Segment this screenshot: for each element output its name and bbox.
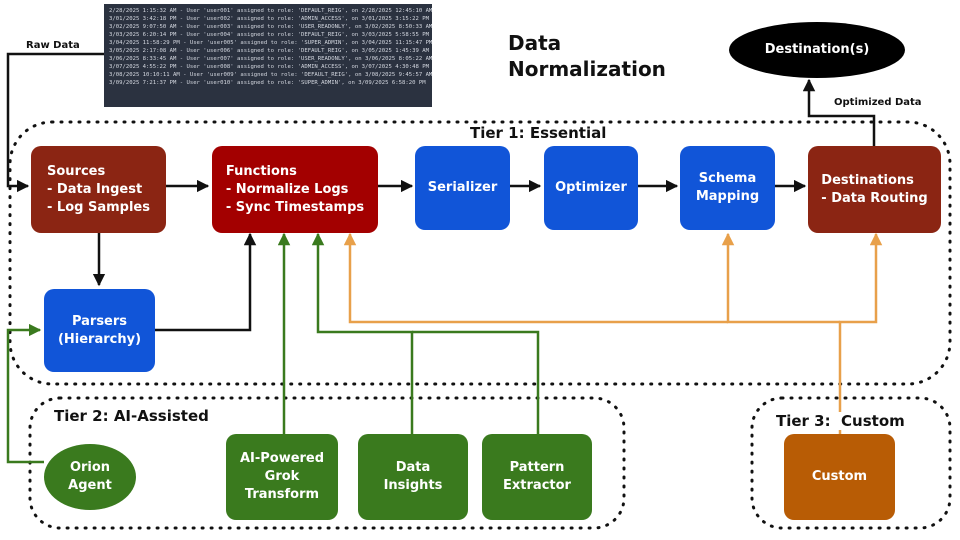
tier3-label: Tier 3: Custom — [772, 412, 909, 430]
log-line: 3/07/2025 4:55:22 PM - User 'user008' as… — [109, 64, 429, 70]
schema-mapping-node-label: Schema Mapping — [695, 171, 760, 204]
optimizer-node-label: Optimizer — [555, 180, 627, 195]
data-insights-label: Data Insights — [383, 460, 443, 493]
page-title: Data Normalization — [508, 31, 666, 81]
ai-grok-transform-node[interactable]: AI-Powered Grok Transform — [226, 434, 338, 520]
tier3-boundary — [750, 396, 952, 530]
tier1-label: Tier 1: Essential — [466, 124, 611, 142]
destination-output-label: Destination(s) — [764, 42, 870, 57]
serializer-node[interactable]: Serializer — [415, 146, 510, 230]
custom-node-label: Custom — [811, 469, 868, 484]
pattern-extractor-node[interactable]: Pattern Extractor — [482, 434, 592, 520]
raw-log-sample-panel: 2/28/2025 1:15:32 AM - User 'user001' as… — [104, 4, 432, 107]
tier2-label: Tier 2: AI-Assisted — [50, 407, 213, 425]
sources-node-label: Sources - Data Ingest - Log Samples — [47, 163, 150, 215]
destinations-node-label: Destinations - Data Routing — [821, 172, 928, 206]
edge-raw-data — [6, 52, 104, 193]
parsers-node-label: Parsers (Hierarchy) — [57, 313, 142, 347]
log-line: 3/04/2025 11:58:29 PM - User 'user005' a… — [109, 40, 433, 46]
edge-custom-destinations — [838, 232, 883, 434]
optimized-data-label: Optimized Data — [834, 97, 922, 108]
custom-node[interactable]: Custom — [784, 434, 895, 520]
functions-node-label: Functions - Normalize Logs - Sync Timest… — [225, 163, 365, 215]
raw-data-label: Raw Data — [26, 40, 80, 51]
edge-pattern-functions — [412, 330, 540, 434]
data-insights-node[interactable]: Data Insights — [358, 434, 468, 520]
edge-orion-parsers — [6, 323, 44, 464]
edge-parsers-functions — [155, 232, 257, 332]
log-line: 3/08/2025 10:10:11 AM - User 'user009' a… — [109, 72, 433, 78]
serializer-node-label: Serializer — [427, 180, 498, 195]
log-line: 3/05/2025 2:17:08 AM - User 'user006' as… — [109, 48, 429, 54]
log-line: 3/03/2025 6:20:14 PM - User 'user004' as… — [109, 32, 429, 38]
log-line: 3/02/2025 9:07:50 AM - User 'user003' as… — [109, 24, 433, 30]
edge-insights-functions — [311, 232, 414, 434]
optimizer-node[interactable]: Optimizer — [544, 146, 638, 230]
destination-output-node[interactable]: Destination(s) — [729, 22, 905, 78]
ai-grok-transform-label: AI-Powered Grok Transform — [239, 451, 325, 502]
pattern-extractor-label: Pattern Extractor — [503, 460, 571, 493]
functions-node[interactable]: Functions - Normalize Logs - Sync Timest… — [212, 146, 378, 233]
edge-optimized-data — [802, 78, 876, 146]
destinations-node[interactable]: Destinations - Data Routing — [808, 146, 941, 233]
log-line: 2/28/2025 1:15:32 AM - User 'user001' as… — [109, 8, 433, 14]
parsers-node[interactable]: Parsers (Hierarchy) — [44, 289, 155, 372]
orion-agent-node[interactable]: Orion Agent — [44, 444, 136, 510]
tier1-boundary — [8, 120, 952, 386]
log-line: 3/01/2025 3:42:18 PM - User 'user002' as… — [109, 16, 429, 22]
edge-custom-schema — [721, 232, 840, 324]
log-line: 3/06/2025 8:33:45 AM - User 'user007' as… — [109, 56, 433, 62]
orion-agent-label: Orion Agent — [68, 460, 112, 493]
sources-node[interactable]: Sources - Data Ingest - Log Samples — [31, 146, 166, 233]
edge-custom-functions — [343, 232, 728, 324]
log-line: 3/09/2025 7:21:37 PM - User 'user010' as… — [109, 80, 426, 86]
schema-mapping-node[interactable]: Schema Mapping — [680, 146, 775, 230]
